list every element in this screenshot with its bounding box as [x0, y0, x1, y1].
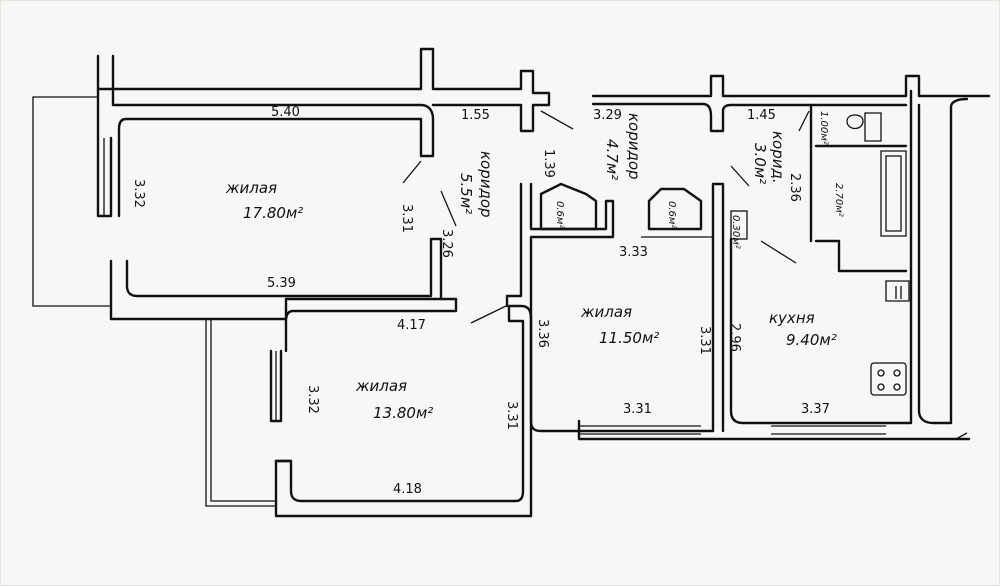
- dim-3-32-a: 3.32: [131, 179, 146, 208]
- room-area-kitchen: 9.40м²: [786, 331, 837, 349]
- dim-3-37: 3.37: [801, 402, 830, 417]
- room-name-corridor-2: коридор: [625, 113, 643, 180]
- room-name-living-3: жилая: [580, 303, 632, 321]
- dim-3-36: 3.36: [535, 319, 550, 348]
- dim-1-45: 1.45: [747, 108, 776, 123]
- dim-3-31-c: 3.31: [697, 326, 712, 355]
- room-area-closet-3: 0.30м²: [730, 215, 741, 249]
- room-name-living-1: жилая: [225, 179, 277, 197]
- room-name-corridor-3: корид.: [769, 131, 787, 184]
- dim-3-33: 3.33: [619, 245, 648, 260]
- room-area-corridor-1: 5.5м²: [457, 173, 475, 214]
- room-area-corridor-2: 4.7м²: [603, 139, 621, 180]
- dim-4-18: 4.18: [393, 482, 422, 497]
- dim-3-31-d: 3.31: [623, 402, 652, 417]
- room-area-living-2: 13.80м²: [373, 404, 433, 422]
- dim-4-17: 4.17: [397, 318, 426, 333]
- walls: [32, 47, 991, 518]
- dim-3-32-b: 3.32: [305, 385, 320, 414]
- dim-1-39: 1.39: [541, 149, 556, 178]
- room-area-closet-2: 0.6м²: [666, 201, 677, 228]
- dim-3-29: 3.29: [593, 108, 622, 123]
- dim-2-36: 2.36: [787, 173, 802, 202]
- dim-5-40: 5.40: [271, 105, 300, 120]
- room-area-bath: 2.70м²: [833, 183, 844, 217]
- dim-2-96: 2.96: [727, 323, 742, 352]
- room-area-living-1: 17.80м²: [243, 204, 303, 222]
- room-area-living-3: 11.50м²: [599, 329, 659, 347]
- room-name-living-2: жилая: [355, 377, 407, 395]
- room-area-wc: 1.00м²: [818, 111, 829, 145]
- dim-3-31-b: 3.31: [504, 401, 519, 430]
- dim-5-39: 5.39: [267, 276, 296, 291]
- dim-3-31-a: 3.31: [399, 204, 414, 233]
- room-area-closet-1: 0.6м²: [554, 201, 565, 228]
- room-name-kitchen: кухня: [769, 309, 815, 327]
- dim-3-26: 3.26: [439, 229, 454, 258]
- dim-1-55: 1.55: [461, 108, 490, 123]
- room-name-corridor-1: коридор: [477, 151, 495, 218]
- room-area-corridor-3: 3.0м²: [751, 143, 769, 184]
